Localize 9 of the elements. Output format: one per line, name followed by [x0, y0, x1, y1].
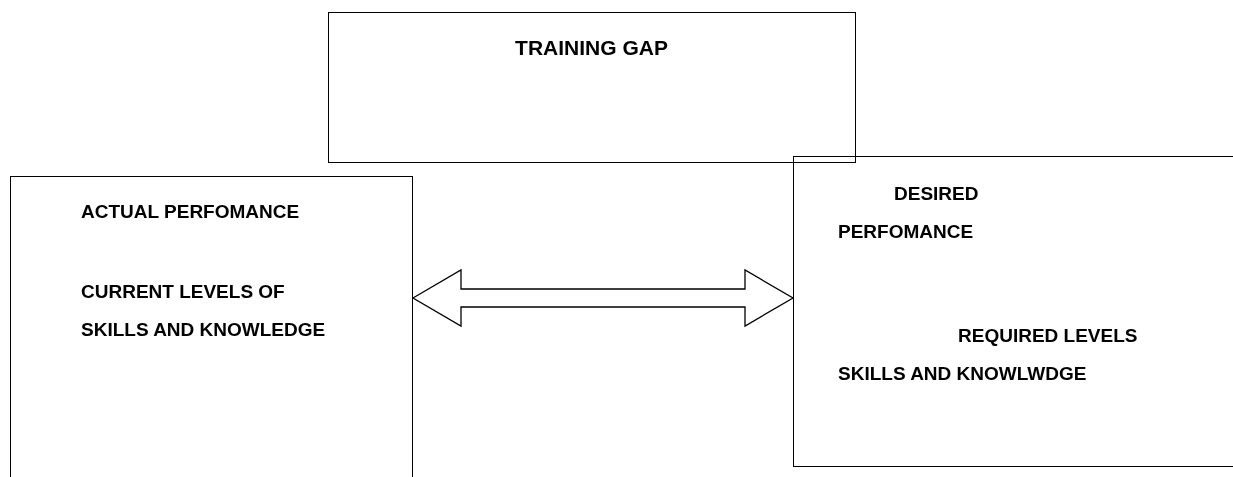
box-text: CURRENT LEVELS OF SKILLS AND KNOWLEDGE [81, 280, 327, 342]
box-text: REQUIRED LEVELS SKILLS AND KNOWLWDGE [838, 324, 1139, 386]
process-box [793, 156, 1233, 467]
box-text: DESIRED PERFOMANCE [838, 182, 980, 244]
title-box [328, 12, 856, 163]
box-text: ACTUAL PERFOMANCE [81, 201, 301, 224]
process-box [10, 176, 413, 477]
double-arrow [411, 268, 795, 328]
box-text: TRAINING GAP [514, 35, 669, 61]
